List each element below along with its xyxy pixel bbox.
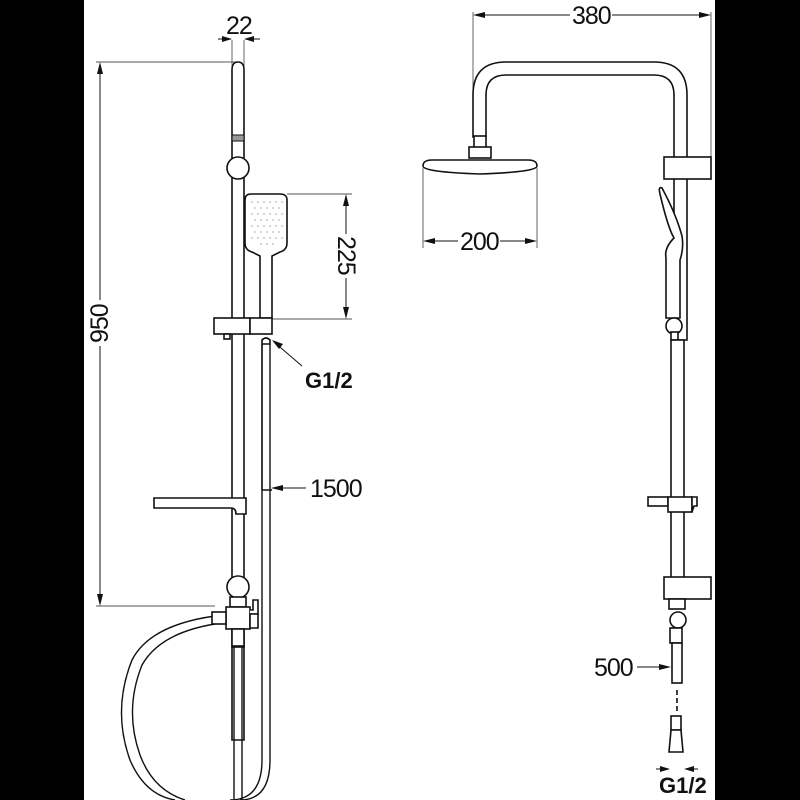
diverter-valve [211, 575, 259, 800]
drawing-sheet [84, 0, 715, 800]
inlet-thread-label: G1/2 [659, 773, 707, 798]
slider-holder [213, 317, 273, 345]
arm-holder [663, 156, 712, 180]
g12-leader [272, 340, 303, 367]
diverter-side [668, 598, 687, 753]
arm-projection-label: 380 [572, 2, 611, 30]
hand-shower-length-label: 225 [332, 236, 360, 275]
height-label: 950 [86, 304, 114, 343]
connection-thread-label: G1/2 [305, 368, 353, 393]
slide-rail [231, 61, 245, 741]
left-view: 950 22 [86, 12, 363, 800]
supply-pipe-length-label: 500 [594, 654, 633, 682]
hose-length-label: 1500 [310, 475, 362, 503]
hand-shower-side [658, 186, 684, 319]
hand-shower-dimension [272, 193, 356, 320]
diverter-holder [663, 576, 712, 600]
hand-shower [244, 193, 288, 319]
right-view: 380 200 [422, 2, 712, 798]
head-diameter-label: 200 [460, 228, 499, 256]
rail-diameter-label: 22 [226, 12, 252, 40]
lower-rail [670, 339, 685, 581]
rail-top-knob [226, 156, 250, 180]
rain-shower-head [422, 159, 538, 175]
shower-arm [472, 61, 688, 341]
soap-shelf-side [647, 496, 698, 513]
inlet-thread-dimension [656, 766, 698, 772]
height-dimension [90, 61, 240, 607]
head-diameter-dimension [422, 168, 538, 248]
rail-diameter-dimension [218, 36, 260, 70]
soap-shelf [153, 497, 247, 515]
